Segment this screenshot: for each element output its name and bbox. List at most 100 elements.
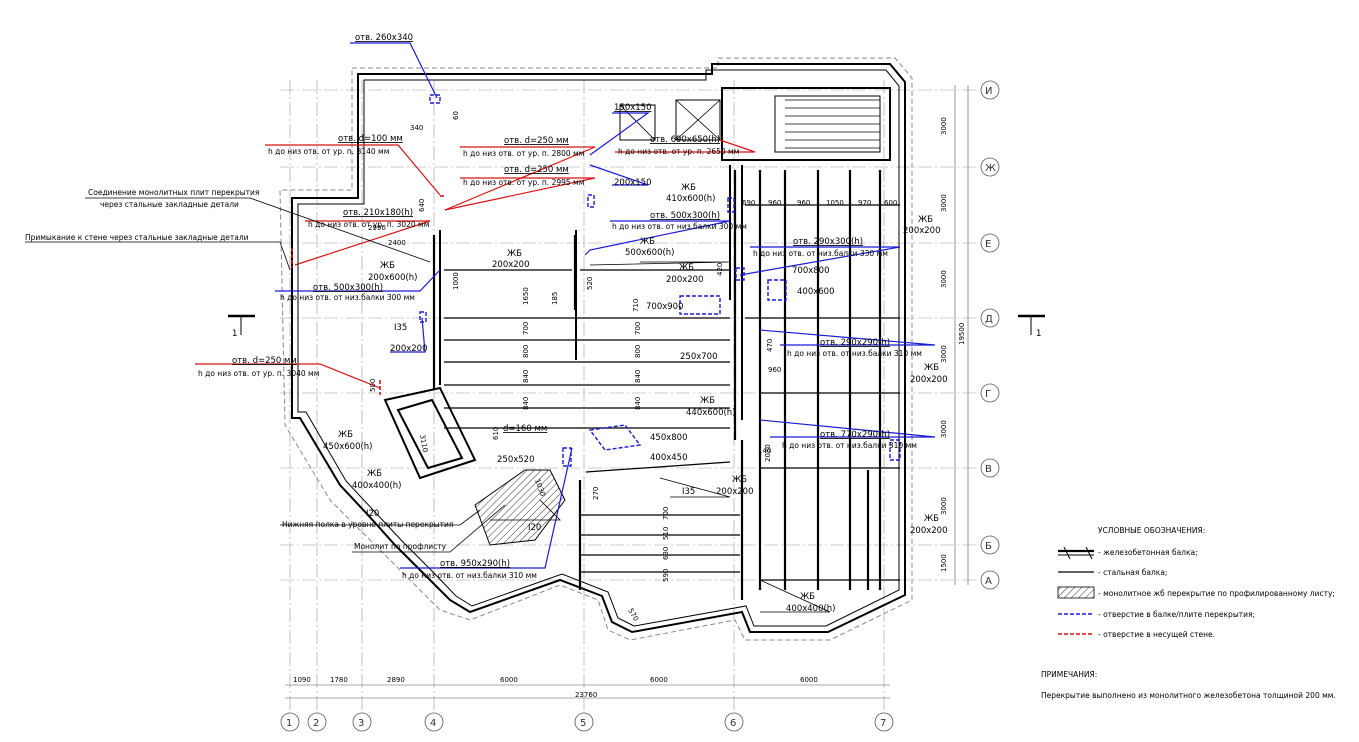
- legend-hatch-symbol: [1057, 586, 1095, 599]
- label-opening-700x800: 700х800: [792, 266, 829, 276]
- label-rc-450-size: 450х600(h): [323, 442, 373, 452]
- svg-text:840: 840: [522, 370, 530, 383]
- label-rc-410-size: 410х600(h): [666, 194, 716, 204]
- label-rc-200x600: ЖБ: [380, 261, 395, 271]
- notes-text: Перекрытие выполнено из монолитного желе…: [1041, 691, 1336, 700]
- grid-row-V: В: [985, 464, 992, 475]
- label-rc-200-bb-size: 200х200: [910, 526, 947, 536]
- label-opening-500x300b-h: h до низ отв. от низ.балки 300 мм: [280, 293, 415, 302]
- dim-r-4: 3000: [940, 345, 948, 363]
- label-rc-200-g-size: 200х200: [910, 375, 947, 385]
- label-opening-950x290-h: h до низ отв. от низ.балки 310 мм: [402, 571, 537, 580]
- dim-6000-a: 6000: [500, 676, 518, 684]
- leaders-black: [25, 197, 831, 613]
- leaders-red: [195, 139, 756, 389]
- landing-block: [383, 386, 477, 480]
- svg-text:2030: 2030: [764, 444, 772, 462]
- svg-text:960: 960: [768, 199, 781, 207]
- svg-text:3110: 3110: [418, 434, 429, 453]
- label-opening-210x180: отв. 210х180(h): [343, 208, 413, 218]
- label-rc-200x600-size: 200х600(h): [368, 273, 418, 283]
- label-opening-450x800: 450х800: [650, 433, 687, 443]
- grid-col-7: 7: [880, 718, 886, 729]
- dim-r-1: 3000: [940, 117, 948, 135]
- svg-text:800: 800: [634, 345, 642, 358]
- svg-text:840: 840: [634, 370, 642, 383]
- section-mark-right: [1018, 314, 1045, 335]
- label-opening-770x290: отв. 770х290(h): [820, 430, 890, 440]
- label-rc-410: ЖБ: [681, 183, 696, 193]
- dim-1090: 1090: [293, 676, 311, 684]
- grid-col-1: 1: [286, 718, 292, 729]
- grid-row-Zh: Ж: [985, 163, 996, 174]
- svg-text:420: 420: [716, 263, 724, 276]
- label-rc-450: ЖБ: [338, 430, 353, 440]
- label-opening-250x520: 250х520: [497, 455, 534, 465]
- label-opening-290x300: отв. 290х300(h): [793, 237, 863, 247]
- label-i35-a: I35: [394, 323, 407, 333]
- label-opening-500x300b: отв. 500х300(h): [313, 283, 383, 293]
- label-opening-400x450: 400х450: [650, 453, 687, 463]
- label-opening-500x300a-h: h до низ отв. от низ.балки 300 мм: [612, 222, 747, 231]
- dim-total-bottom: 23760: [575, 691, 597, 699]
- notes-title: ПРИМЕЧАНИЯ:: [1041, 670, 1097, 679]
- label-rc-400a: ЖБ: [367, 469, 382, 479]
- bottom-dimensions: [285, 684, 890, 699]
- legend: УСЛОВНЫЕ ОБОЗНАЧЕНИЯ: - железобетонная б…: [1057, 526, 1335, 639]
- section-mark-left: [228, 314, 255, 335]
- label-rc-200-e: ЖБ: [507, 249, 522, 259]
- label-opening-700x900: 700х900: [646, 302, 683, 312]
- label-opening-400x600: 400х600: [797, 287, 834, 297]
- svg-text:1000: 1000: [452, 272, 460, 290]
- legend-item-wall-opening: - отверстие в несущей стене.: [1098, 630, 1215, 639]
- annotations: отв. 260х340 отв. d=100 мм h до низ отв.…: [25, 33, 947, 614]
- svg-text:1650: 1650: [522, 287, 530, 305]
- grid-col-bubbles: [280, 712, 894, 732]
- label-opening-d100-h: h до низ отв. от ур. п. 3140 мм: [268, 147, 389, 156]
- label-opening-d160: d=160 мм: [503, 424, 547, 434]
- grid-col-4: 4: [430, 718, 436, 729]
- grid-row-E: Е: [985, 239, 991, 250]
- svg-text:1050: 1050: [826, 199, 844, 207]
- label-joint-note: Соединение монолитных плит перекрытия: [88, 188, 259, 197]
- dim-2890: 2890: [387, 676, 405, 684]
- dim-1780: 1780: [330, 676, 348, 684]
- dim-r-5: 3000: [940, 420, 948, 438]
- label-joint-note-2: через стальные закладные детали: [100, 200, 239, 209]
- label-rc-200-e-size: 200х200: [492, 260, 529, 270]
- leaders-blue: [275, 42, 936, 569]
- label-opening-290x290-h: h до низ отв. от низ.балки 310 мм: [787, 349, 922, 358]
- dim-6000-c: 6000: [800, 676, 818, 684]
- label-opening-690x650-h: h до низ отв. от ур. п. 2650 мм: [618, 147, 739, 156]
- label-opening-200x200: 200х200: [390, 344, 427, 354]
- beam-openings: [419, 94, 901, 467]
- section-label-right: 1: [1036, 329, 1041, 339]
- svg-text:840: 840: [522, 397, 530, 410]
- label-opening-290x290: отв. 290х290(h): [820, 338, 890, 348]
- svg-text:60: 60: [452, 111, 460, 120]
- svg-text:960: 960: [797, 199, 810, 207]
- label-rc-200-b-size: 200х200: [903, 226, 940, 236]
- dim-r-7: 1500: [940, 554, 948, 572]
- outer-dashed-outline: [279, 57, 913, 641]
- svg-text:640: 640: [418, 199, 426, 212]
- label-rc-400a-size: 400х400(h): [352, 481, 402, 491]
- label-opening-500x300a: отв. 500х300(h): [650, 211, 720, 221]
- dim-r-total: 19500: [958, 323, 966, 345]
- svg-text:270: 270: [592, 487, 600, 500]
- label-opening-770x290-h: h до низ отв. от низ.балки 310 мм: [782, 441, 917, 450]
- legend-item-steel-beam: - стальная балка;: [1098, 568, 1167, 577]
- grid-col-2: 2: [313, 718, 319, 729]
- legend-item-beam-opening: - отверстие в балке/плите перекрытия;: [1098, 610, 1255, 619]
- grid-row-D: Д: [985, 314, 993, 325]
- label-monolith: Монолит по профлисту: [354, 542, 447, 551]
- monolith-profdeck-area: [474, 469, 566, 546]
- dim-r-6: 3000: [940, 497, 948, 515]
- label-rc-200-a: ЖБ: [679, 263, 694, 273]
- svg-text:140: 140: [758, 447, 771, 455]
- label-opening-200x150: 200х150: [614, 178, 651, 188]
- label-rc-440-size: 440х600(h): [686, 408, 736, 418]
- label-rc-200-v-size: 200х200: [716, 487, 753, 497]
- svg-text:510: 510: [662, 527, 670, 540]
- grid-row-I: И: [985, 86, 992, 97]
